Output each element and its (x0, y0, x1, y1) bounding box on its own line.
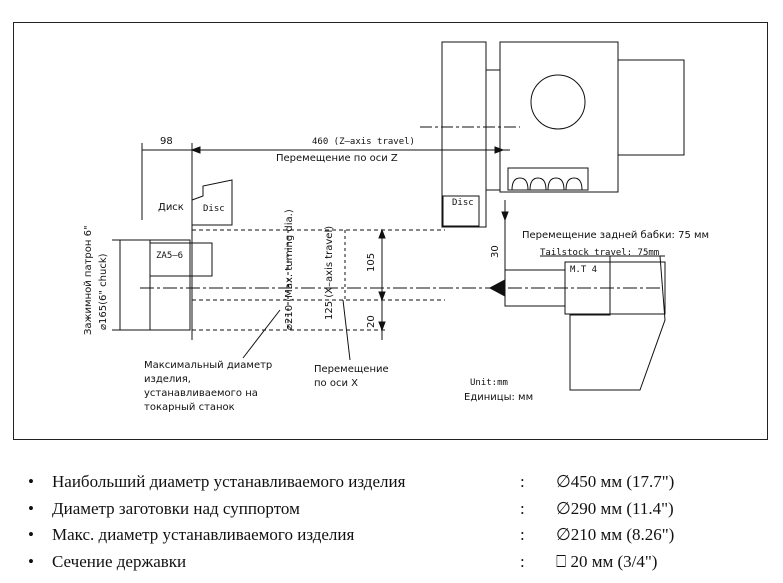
chuck-en-label: ⌀165(6" chuck) (98, 253, 109, 330)
disc-tool-right (442, 195, 480, 227)
bullet: • (28, 525, 34, 544)
disc-left-ru-label: Диск (158, 202, 184, 213)
bullet: • (28, 472, 34, 491)
max-dia-ru-line2: изделия, (144, 374, 191, 385)
max-turning-label: ⌀210 (Max. turning dia.) (284, 209, 295, 330)
spec-name: Диаметр заготовки над суппортом (52, 498, 300, 518)
disc-tool-left (191, 179, 233, 226)
spec-colon: : (520, 525, 525, 544)
diagram-frame (13, 22, 768, 440)
z-travel-label: Перемещение по оси Z (276, 153, 398, 164)
bullet: • (28, 551, 34, 571)
dim-30-label: 30 (490, 245, 501, 258)
unit-en-label: Unit:mm (470, 378, 508, 388)
chuck-ru-label: Зажимной патрон 6" (83, 225, 94, 335)
spec-value: ∅290 мм (11.4") (556, 498, 674, 518)
bullet: • (28, 498, 34, 518)
spec-value: ∅210 мм (8.26") (556, 525, 675, 544)
spec-value: ⎕ 20 мм (3/4") (556, 551, 658, 571)
max-dia-ru-line3: устанавливаемого на (144, 388, 258, 399)
tailstock-ru-label: Перемещение задней бабки: 75 мм (522, 230, 710, 241)
spec-colon: : (520, 551, 525, 571)
tailstock-en-label: Tailstock travel: 75mm (540, 248, 660, 258)
x-move-ru-line2: по оси X (314, 378, 358, 389)
spec-name: Макс. диаметр устанавливаемого изделия (52, 525, 355, 544)
spec-list: • Наибольший диаметр устанавливаемого из… (20, 472, 760, 578)
dim-20-label: 20 (366, 315, 377, 328)
turret-circle (530, 74, 586, 130)
max-dia-ru-line1: Максимальный диаметр (144, 360, 273, 371)
za-label: ZA5–6 (156, 251, 184, 261)
spec-colon: : (520, 472, 525, 491)
x-move-ru-line1: Перемещение (314, 364, 389, 375)
spec-name: Наибольший диаметр устанавливаемого изде… (52, 472, 406, 491)
list-item: • Макс. диаметр устанавливаемого изделия… (20, 525, 760, 552)
disc-right-label: Disc (452, 198, 474, 208)
list-item: • Диаметр заготовки над суппортом : ∅290… (20, 499, 760, 526)
jaw-block (149, 242, 213, 277)
dim-460-label: 460 (Z–axis travel) (312, 137, 415, 147)
x-axis-travel-label: 125 (X–axis travel) (324, 225, 335, 320)
unit-ru-label: Единицы: мм (464, 392, 534, 403)
spec-value: ∅450 мм (17.7") (556, 472, 675, 491)
dim-105-label: 105 (366, 252, 377, 272)
list-item: • Сечение державки : ⎕ 20 мм (3/4") (20, 552, 760, 579)
spec-colon: : (520, 498, 525, 518)
mt-label: M.T 4 (570, 265, 598, 275)
dim-98-label: 98 (160, 136, 173, 147)
list-item: • Наибольший диаметр устанавливаемого из… (20, 472, 760, 499)
turret-body (499, 41, 619, 193)
max-dia-ru-line4: токарный станок (144, 402, 235, 413)
disc-left-en-label: Disc (203, 204, 225, 214)
spec-name: Сечение державки (52, 551, 187, 571)
